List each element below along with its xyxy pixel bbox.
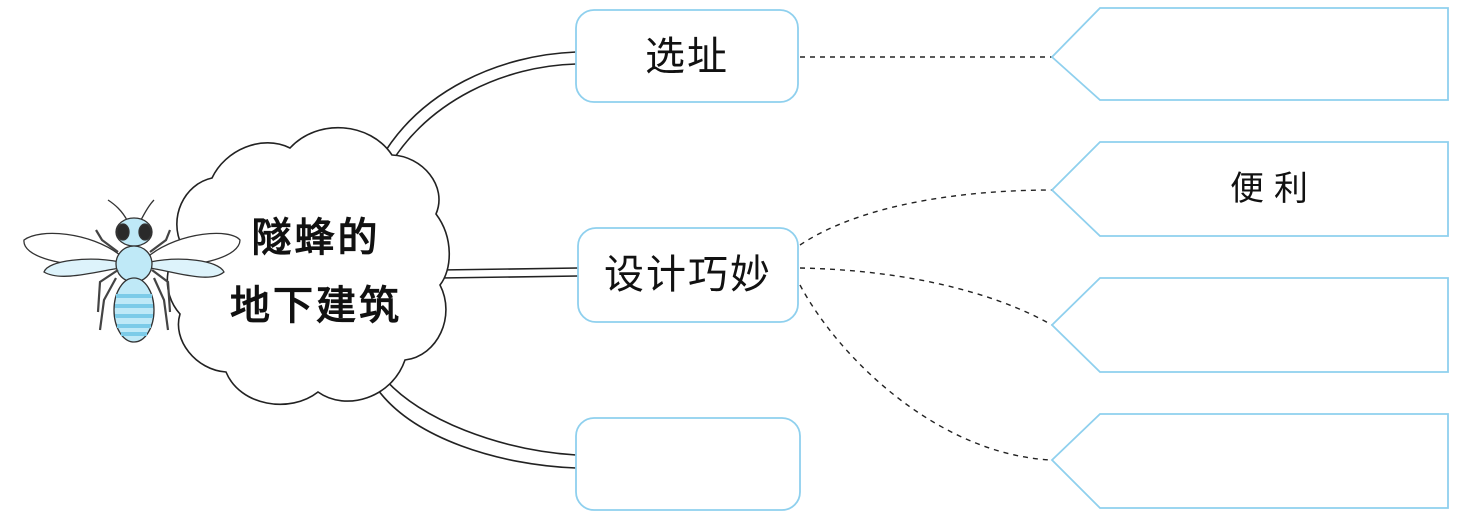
bee-legs xyxy=(95,229,172,331)
answer-box-2[interactable] xyxy=(1050,141,1449,237)
connector-middle-outer xyxy=(439,267,579,271)
connector-bottom-outer xyxy=(383,377,577,456)
center-title-line-2: 地下建筑 xyxy=(230,283,402,329)
answer-box-3[interactable] xyxy=(1050,277,1449,373)
dashed-link-3 xyxy=(799,267,1053,326)
connector-top-outer xyxy=(379,51,577,161)
connector-top-inner xyxy=(387,63,577,169)
bee-eye-right xyxy=(138,223,152,241)
connector-lines xyxy=(377,51,579,469)
dashed-link-4 xyxy=(799,284,1053,461)
answer-box-4[interactable] xyxy=(1050,413,1449,509)
answer-text-2: 便利 xyxy=(1230,169,1318,209)
branch-node-location xyxy=(575,9,799,103)
center-cloud xyxy=(166,127,451,405)
bee-right-lower-wing xyxy=(149,258,225,278)
branch-label-location: 选址 xyxy=(645,34,729,80)
bee-left-lower-wing xyxy=(43,258,121,277)
bee-stripes xyxy=(115,294,153,336)
center-title-line-1: 隧蜂的 xyxy=(251,215,381,261)
branch-node-blank[interactable] xyxy=(575,417,801,511)
bee-antenna-right xyxy=(139,199,155,223)
branch-node-design xyxy=(577,227,799,323)
connector-middle-inner xyxy=(439,275,579,279)
bee-antenna-left xyxy=(107,199,129,223)
dashed-link-2 xyxy=(799,189,1053,246)
bee-thorax xyxy=(115,245,153,283)
branch-label-design: 设计巧妙 xyxy=(604,252,772,298)
bee-icon xyxy=(23,199,241,343)
connector-bottom-inner xyxy=(377,389,577,469)
bee-eye-left xyxy=(116,223,130,241)
answer-box-1[interactable] xyxy=(1050,7,1449,101)
answer-boxes xyxy=(1050,7,1449,509)
dashed-links xyxy=(799,56,1053,461)
